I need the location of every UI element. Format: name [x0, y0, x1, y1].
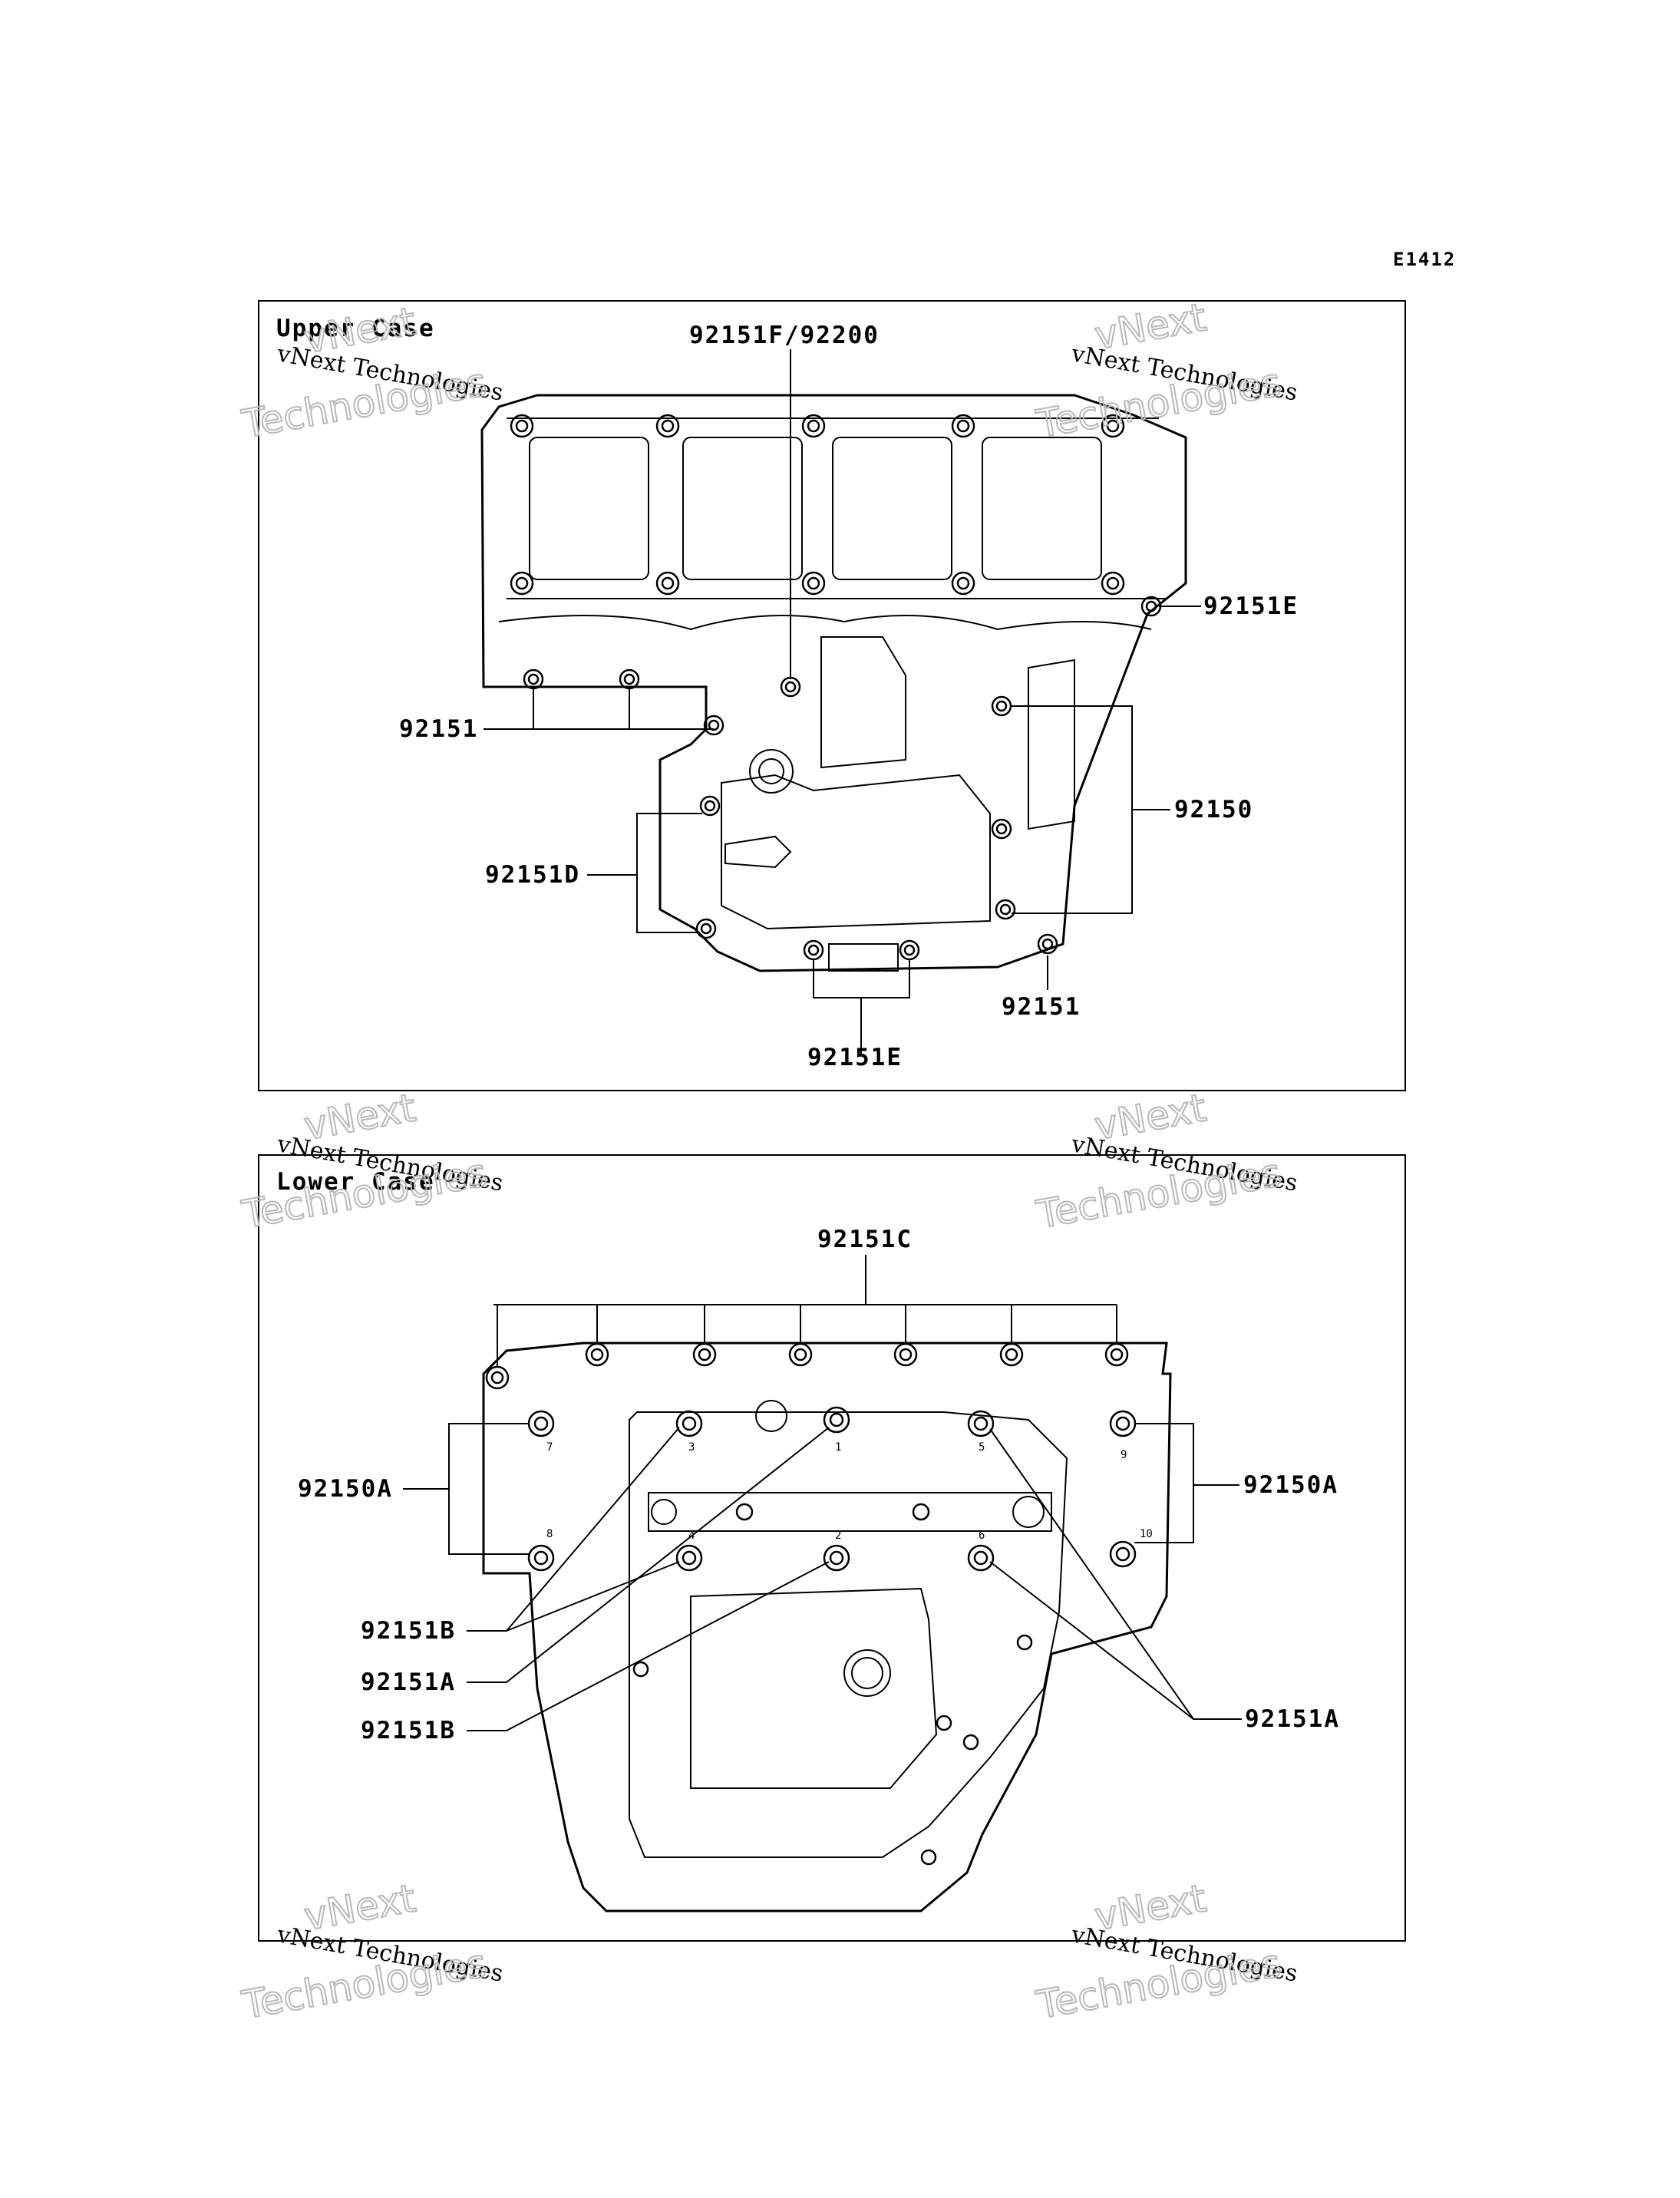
svg-text:vNext: vNext	[301, 299, 419, 361]
callout-92151f-92200: 92151F/92200	[689, 322, 880, 349]
lower-case-drawing	[482, 1342, 1172, 1913]
bolt-numbers: 7 3 1 5 9 8 4 2 6 10	[546, 1441, 1153, 1542]
callout-92151e-lower: 92151E	[807, 1044, 903, 1071]
callout-92151e-upper: 92151E	[1203, 592, 1299, 620]
lower-case-panel	[258, 1154, 1406, 1942]
svg-text:8: 8	[546, 1528, 553, 1540]
svg-text:vNext: vNext	[1091, 1876, 1210, 1939]
svg-text:vNext: vNext	[301, 1876, 419, 1939]
lower-case-title: Lower Case	[276, 1168, 435, 1196]
callout-92151-left: 92151	[399, 715, 478, 743]
svg-text:vNext: vNext	[301, 1085, 419, 1148]
svg-text:3: 3	[688, 1441, 695, 1454]
svg-text:vNext: vNext	[1091, 295, 1210, 358]
callout-92150: 92150	[1174, 796, 1253, 823]
lower-leaders	[403, 1255, 1242, 1731]
callout-92151b-upper: 92151B	[361, 1617, 456, 1645]
callout-92151-right: 92151	[1002, 993, 1081, 1021]
callout-92150a-left: 92150A	[298, 1475, 393, 1503]
svg-text:10: 10	[1140, 1528, 1153, 1540]
callout-92150a-right: 92150A	[1243, 1471, 1338, 1499]
callout-92151c: 92151C	[817, 1226, 913, 1253]
svg-text:vNext: vNext	[1091, 1085, 1210, 1148]
svg-text:2: 2	[835, 1530, 841, 1542]
svg-text:6: 6	[979, 1530, 985, 1542]
upper-case-title: Upper Case	[276, 315, 435, 342]
callout-92151d: 92151D	[485, 861, 580, 889]
upper-leaders	[484, 349, 1201, 1055]
svg-text:5: 5	[979, 1441, 985, 1454]
svg-text:7: 7	[546, 1441, 553, 1454]
watermarks: vNext Technologies vNext Technologies vN…	[238, 294, 1299, 2028]
diagram-code: E1412	[1393, 249, 1456, 270]
callout-92151a-left: 92151A	[361, 1668, 456, 1696]
callout-92151b-lower: 92151B	[361, 1717, 456, 1744]
upper-case-panel	[258, 300, 1406, 1091]
upper-case-drawing	[480, 394, 1187, 972]
svg-text:9: 9	[1121, 1449, 1127, 1461]
svg-text:1: 1	[835, 1441, 841, 1454]
callout-92151a-right: 92151A	[1245, 1705, 1340, 1733]
